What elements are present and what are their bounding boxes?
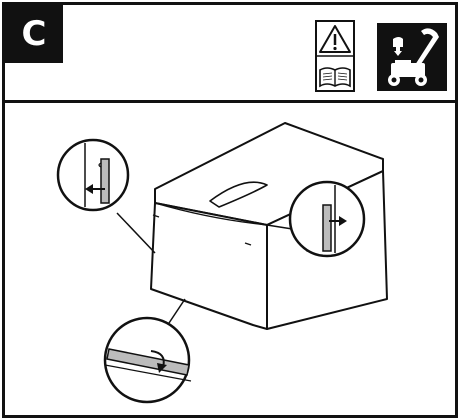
- grass-bag-assembly-illustration: [56, 122, 388, 404]
- detail-clip-bottom: [103, 316, 192, 404]
- warning-triangle-icon: [319, 25, 351, 53]
- detail-clip-left: [56, 138, 130, 212]
- warning-manual-icon: [315, 20, 355, 92]
- arrow-head-left-icon: [85, 184, 93, 194]
- arrow-head-down-icon: [157, 363, 167, 373]
- step-badge: C: [5, 5, 63, 63]
- lawn-mower-icon: [377, 23, 447, 91]
- panel-header: C: [5, 5, 455, 103]
- detail-clip-right: [288, 180, 366, 258]
- arrow-head-right-icon: [339, 216, 347, 226]
- read-manual-book-icon: [319, 67, 351, 88]
